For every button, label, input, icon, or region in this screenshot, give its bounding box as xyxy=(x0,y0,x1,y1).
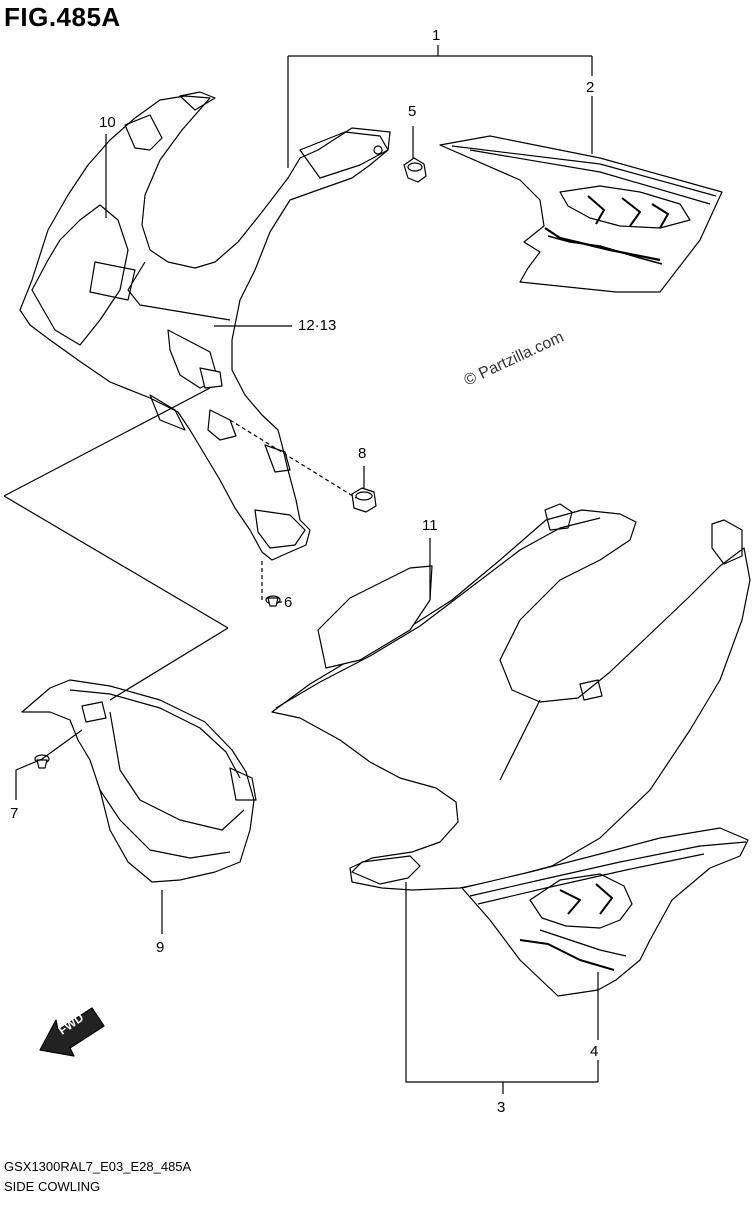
callout-10: 10 xyxy=(99,114,116,131)
figure-name: SIDE COWLING xyxy=(4,1179,101,1194)
figure-title: FIG.485A xyxy=(4,2,121,32)
assembly-lines xyxy=(3,45,599,1094)
callout-11: 11 xyxy=(422,517,438,534)
upper-inner-cowling xyxy=(19,91,391,561)
callout-1: 1 xyxy=(432,27,441,44)
callout-4: 4 xyxy=(590,1043,599,1060)
callout-3: 3 xyxy=(497,1099,506,1116)
fwd-label-box: FWD xyxy=(36,1003,106,1045)
fwd-arrow-icon xyxy=(39,1007,105,1057)
callout-2: 2 xyxy=(586,79,595,96)
screw-6 xyxy=(265,595,281,607)
upper-decal xyxy=(439,135,723,293)
lower-decal xyxy=(461,827,749,997)
callout-7: 7 xyxy=(10,805,19,822)
callout-8: 8 xyxy=(358,445,367,462)
grommet-5 xyxy=(403,157,427,183)
figure-code: GSX1300RAL7_E03_E28_485A xyxy=(4,1159,192,1174)
callout-5: 5 xyxy=(408,103,417,120)
callout-12-13: 12·13 xyxy=(298,317,337,334)
grommet-8 xyxy=(351,487,377,513)
inner-panel xyxy=(21,679,257,883)
callout-9: 9 xyxy=(156,939,165,956)
lower-cowling xyxy=(271,503,751,891)
callout-6: 6 xyxy=(284,594,293,611)
